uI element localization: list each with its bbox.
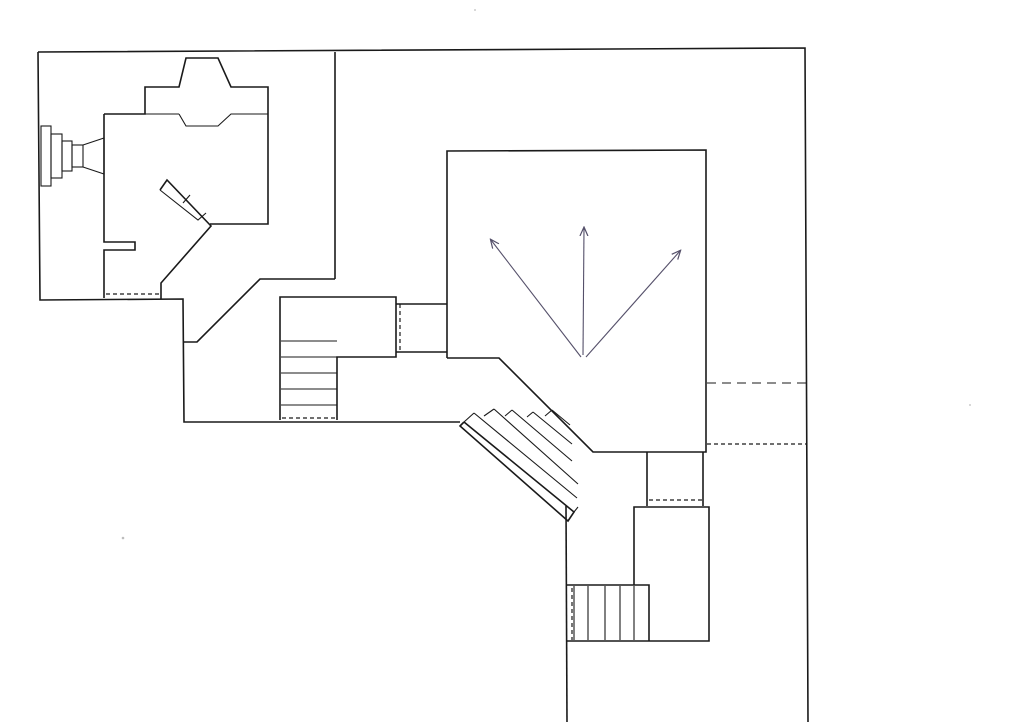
lower-passage	[646, 452, 704, 506]
right-dashed-lines	[707, 382, 806, 445]
arrow-up	[583, 228, 584, 356]
scan-specks	[121, 9, 971, 540]
fireplace	[40, 125, 105, 187]
lower-stairs	[567, 584, 650, 641]
passage	[396, 303, 447, 353]
arrow-right	[585, 251, 680, 358]
lower-room	[567, 506, 710, 642]
diagonal-stairs	[458, 408, 579, 523]
upper-left-room	[103, 57, 269, 299]
arrow-left	[491, 240, 582, 358]
outer-walls	[37, 47, 809, 723]
large-room	[446, 149, 707, 453]
direction-arrows	[491, 228, 680, 358]
middle-stairs	[279, 296, 397, 420]
